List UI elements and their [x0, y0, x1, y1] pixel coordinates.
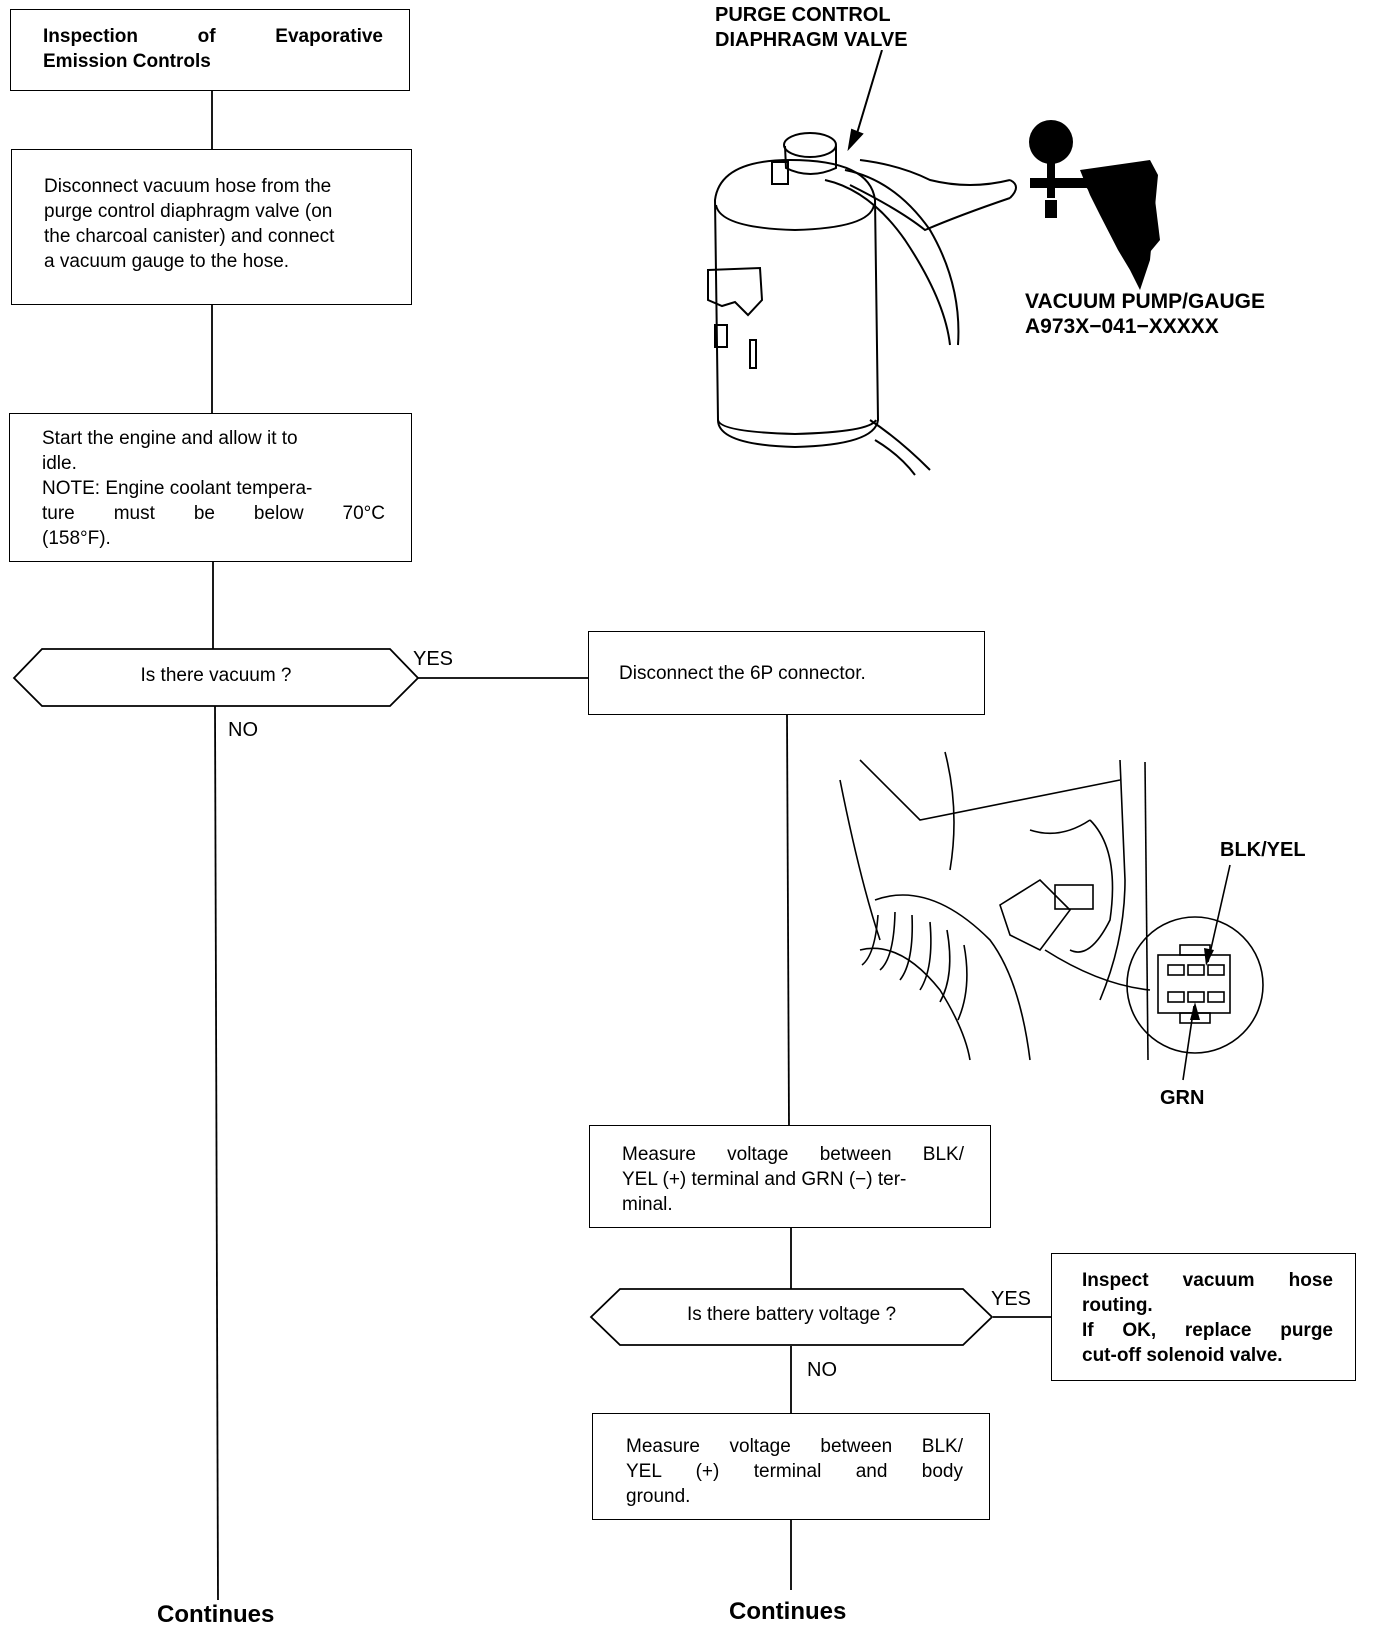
step1-line-4: a vacuum gauge to the hose. [44, 251, 290, 272]
step1-line-2: purge control diaphragm valve (on [44, 201, 333, 222]
title-line-2: Emission Controls [43, 51, 211, 72]
step-disconnect-hose: Disconnect vacuum hose from the purge co… [11, 149, 412, 305]
charcoal-canister-illustration [707, 50, 1160, 476]
purge-label-line-2: DIAPHRAGM VALVE [715, 29, 908, 51]
step-measure-voltage-ground: Measure voltage between BLK/ YEL (+) ter… [592, 1413, 990, 1520]
step5-line-3: ground. [626, 1486, 691, 1507]
step2-line-2: idle. [42, 453, 77, 474]
step1-line-1: Disconnect vacuum hose from the [44, 176, 332, 197]
step5-line-2: YEL (+) terminal and body [626, 1461, 963, 1482]
decision1-text: Is there vacuum ? [140, 665, 292, 686]
pump-label-line-1: VACUUM PUMP/GAUGE [1025, 290, 1265, 313]
step4-line-3: minal. [622, 1194, 673, 1215]
step-start-engine: Start the engine and allow it to idle. N… [9, 413, 412, 562]
result-box-replace-valve: Inspect vacuum hose routing. If OK, repl… [1051, 1253, 1356, 1381]
step1-line-3: the charcoal canister) and connect [44, 226, 335, 247]
title-box: Inspection of Evaporative Emission Contr… [10, 9, 410, 91]
step4-line-1: Measure voltage between BLK/ [622, 1144, 964, 1165]
decision2-no-label: NO [807, 1359, 837, 1381]
result-line-2: routing. [1082, 1295, 1153, 1316]
result-line-3: If OK, replace purge [1082, 1320, 1333, 1341]
engine-connector-illustration [839, 751, 1264, 1081]
continues-left: Continues [157, 1601, 275, 1628]
step2-line-3: NOTE: Engine coolant tempera- [42, 478, 313, 499]
blk-yel-label: BLK/YEL [1220, 839, 1306, 861]
decision2-yes-label: YES [991, 1288, 1032, 1310]
title-line-1: Inspection of Evaporative [43, 26, 383, 47]
result-line-4: cut-off solenoid valve. [1082, 1345, 1283, 1366]
purge-control-label: PURGE CONTROL DIAPHRAGM VALVE [715, 3, 908, 53]
vacuum-pump-label: VACUUM PUMP/GAUGE A973X−041−XXXXX [1025, 289, 1265, 339]
grn-label: GRN [1160, 1087, 1205, 1109]
step3-text: Disconnect the 6P connector. [619, 663, 866, 684]
decision1-yes-label: YES [413, 648, 454, 670]
purge-label-line-1: PURGE CONTROL [715, 4, 891, 26]
step-disconnect-6p: Disconnect the 6P connector. [588, 631, 985, 715]
step2-line-5: (158°F). [42, 528, 111, 549]
pump-label-line-2: A973X−041−XXXXX [1025, 315, 1219, 338]
decision1-shape [12, 648, 420, 707]
decision1-no-label: NO [228, 719, 258, 741]
decision2-shape [589, 1288, 994, 1346]
step-measure-voltage-grn: Measure voltage between BLK/ YEL (+) ter… [589, 1125, 991, 1228]
step4-line-2: YEL (+) terminal and GRN (−) ter- [622, 1169, 907, 1190]
step2-line-1: Start the engine and allow it to [42, 428, 298, 449]
continues-right: Continues [729, 1598, 847, 1625]
decision2-text: Is there battery voltage ? [686, 1304, 897, 1325]
step2-line-4: ture must be below 70°C [42, 503, 385, 524]
step5-line-1: Measure voltage between BLK/ [626, 1436, 963, 1457]
result-line-1: Inspect vacuum hose [1082, 1270, 1333, 1291]
